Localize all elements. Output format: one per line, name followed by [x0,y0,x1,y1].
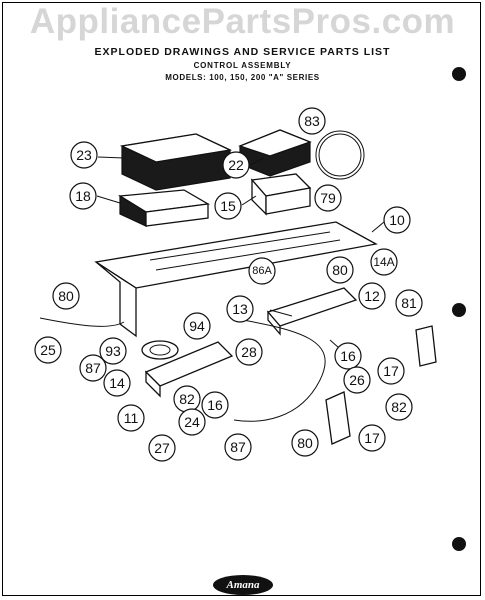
svg-text:14: 14 [109,375,125,391]
svg-text:26: 26 [349,372,365,388]
svg-text:80: 80 [58,288,74,304]
svg-text:80: 80 [332,262,348,278]
callout-79: 79 [314,184,342,212]
gear-part [141,340,179,360]
wire-part [231,317,326,422]
svg-text:24: 24 [184,414,200,430]
watermark: AppliancePartsPros.com [29,2,456,41]
callout-82: 82 [385,393,413,421]
control-cover-part [119,133,233,191]
callout-17: 17 [358,424,386,452]
callout-22: 22 [222,151,250,179]
callout-80: 80 [52,282,80,310]
svg-text:79: 79 [320,190,336,206]
callout-82: 82 [173,385,201,413]
svg-text:83: 83 [304,113,320,129]
binder-hole-bottom [452,537,466,551]
callout-15: 15 [214,192,242,220]
switch-part [250,173,312,216]
callout-28: 28 [235,338,263,366]
binder-hole-top [452,67,466,81]
svg-text:87: 87 [85,360,101,376]
svg-text:82: 82 [179,391,195,407]
callout-25: 25 [34,336,62,364]
svg-text:22: 22 [228,157,244,173]
cable-part [39,317,125,327]
svg-text:18: 18 [75,188,91,204]
svg-text:82: 82 [391,399,407,415]
knob-part [325,325,437,445]
capillary-coil-part [315,130,365,180]
callout-80: 80 [326,256,354,284]
callout-14: 14 [103,369,131,397]
page-subtitle: CONTROL ASSEMBLY [193,61,292,70]
svg-text:17: 17 [383,363,399,379]
thermostat-part [238,129,312,177]
callout-17: 17 [377,357,405,385]
callout-14a: 14A [370,248,398,276]
svg-text:11: 11 [124,410,139,426]
slide-rack-right-part [266,287,358,336]
callout-94: 94 [183,312,211,340]
svg-text:25: 25 [40,342,56,358]
callout-16: 16 [201,391,229,419]
svg-text:27: 27 [154,440,170,456]
svg-text:86A: 86A [252,265,272,277]
callout-81: 81 [395,289,423,317]
models-line: MODELS: 100, 150, 200 "A" SERIES [165,73,320,82]
binder-hole-middle [452,303,466,317]
svg-text:14A: 14A [373,255,394,269]
callout-87: 87 [79,354,107,382]
callout-10: 10 [383,206,411,234]
callout-24: 24 [178,408,206,436]
svg-text:15: 15 [220,198,236,214]
svg-text:93: 93 [105,343,121,359]
svg-text:17: 17 [364,430,380,446]
terminal-block-part [118,189,210,227]
callout-18: 18 [69,182,97,210]
svg-text:12: 12 [364,288,380,304]
svg-text:10: 10 [389,212,405,228]
callout-13: 13 [226,295,254,323]
svg-text:16: 16 [207,397,223,413]
slide-rack-left-part [144,341,234,398]
svg-text:13: 13 [232,301,248,317]
callout-16: 16 [334,342,362,370]
callout-12: 12 [358,282,386,310]
page-frame [2,2,481,596]
svg-text:94: 94 [189,318,205,334]
amana-logo: Amana [213,575,273,595]
callout-87: 87 [224,433,252,461]
svg-text:16: 16 [340,348,356,364]
callout-11: 11 [117,404,145,432]
callout-23: 23 [70,141,98,169]
callout-26: 26 [343,366,371,394]
callout-83: 83 [298,107,326,135]
svg-text:87: 87 [230,439,246,455]
callout-27: 27 [148,434,176,462]
callout-86a: 86A [248,257,276,285]
main-bracket-part [94,221,378,338]
page-title: EXPLODED DRAWINGS AND SERVICE PARTS LIST [94,46,391,58]
svg-text:80: 80 [297,435,313,451]
svg-text:81: 81 [401,295,417,311]
svg-text:28: 28 [241,344,257,360]
svg-text:23: 23 [76,147,92,163]
callout-80: 80 [291,429,319,457]
callout-93: 93 [99,337,127,365]
